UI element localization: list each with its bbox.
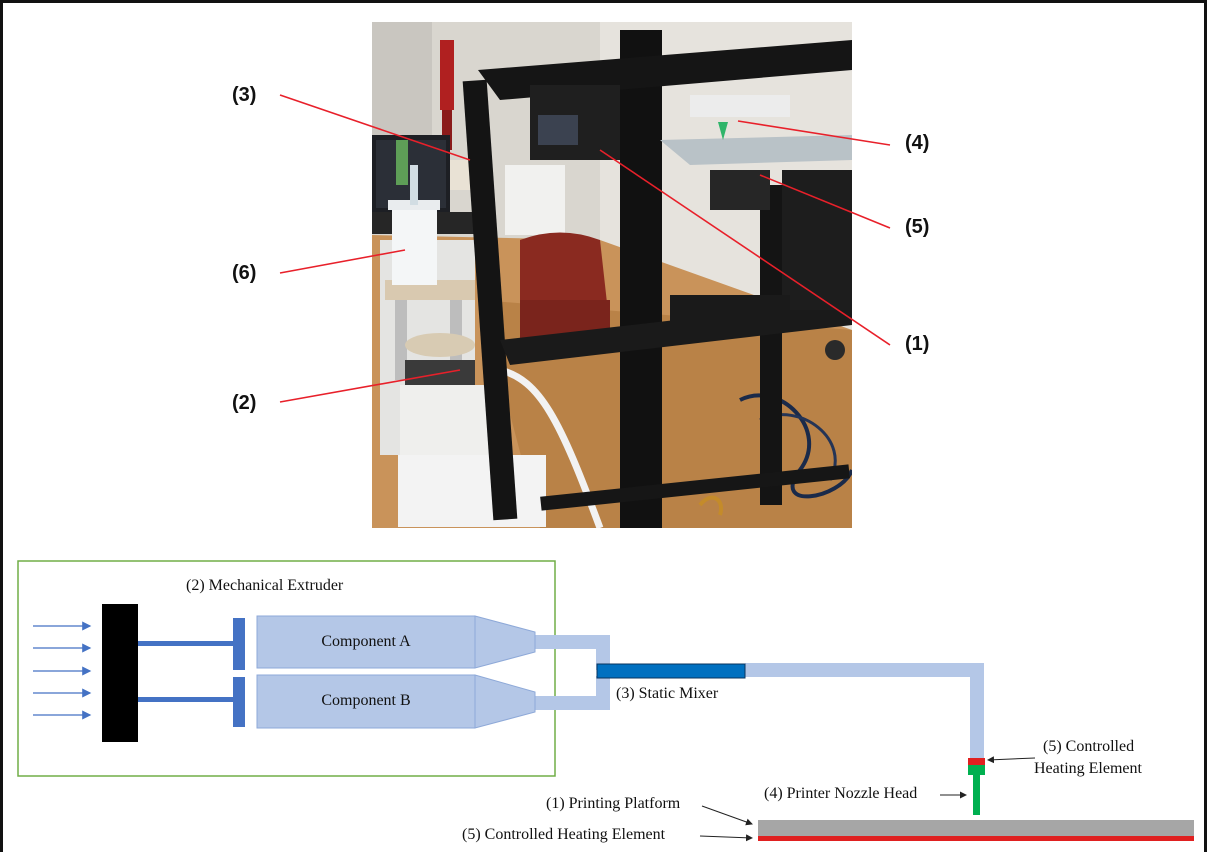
leader-line-3 [279,94,471,161]
static-mixer-label: (3) Static Mixer [616,685,719,702]
component-a-barrel [256,615,476,669]
extruder-title: (2) Mechanical Extruder [186,577,344,594]
component-b-barrel [256,674,476,729]
component-a-taper [474,615,536,669]
printer-nozzle [973,775,980,815]
nozzle-head-label: (4) Printer Nozzle Head [764,785,918,802]
leader-line-5 [759,174,891,229]
leader-line-4 [737,120,891,146]
platform-heater [758,836,1194,841]
leader-line-1 [599,149,891,346]
component-b-label: Component B [321,692,411,709]
pusher-plate [102,604,138,742]
arrow-platform-heater [699,834,753,842]
input-arrows [33,621,92,720]
static-mixer [596,663,746,679]
arrow-nozzle-heater [987,756,1036,764]
arrow-printing-platform [701,805,753,826]
printing-platform-label: (1) Printing Platform [546,795,681,812]
component-a-label: Component A [321,633,411,650]
printing-platform [758,820,1194,836]
figure-border-right [1204,0,1207,852]
figure-border-left [0,0,3,852]
photo-label-2: (2) [232,392,257,414]
photo-label-1: (1) [905,333,930,355]
photo-label-3: (3) [232,84,257,106]
nozzle-heater-body [968,765,985,775]
nozzle-heater-label-line2: Heating Element [1034,760,1142,777]
piston-rod-a [138,641,234,646]
piston-head-a [233,618,245,670]
nozzle-heater-label-line1: (5) Controlled [1043,738,1135,755]
photo-label-4: (4) [905,132,930,154]
figure-border-top [0,0,1207,3]
leader-line-6 [279,249,406,274]
piston-rod-b [138,697,234,702]
platform-heater-label: (5) Controlled Heating Element [462,826,666,843]
photo-label-5: (5) [905,216,930,238]
nozzle-heater [968,758,985,766]
component-b-taper [474,674,536,729]
piston-head-b [233,677,245,727]
extruder-frame [17,560,556,777]
photo-label-6: (6) [232,262,257,284]
leader-line-2 [279,369,461,403]
feed-pipes [535,635,984,760]
